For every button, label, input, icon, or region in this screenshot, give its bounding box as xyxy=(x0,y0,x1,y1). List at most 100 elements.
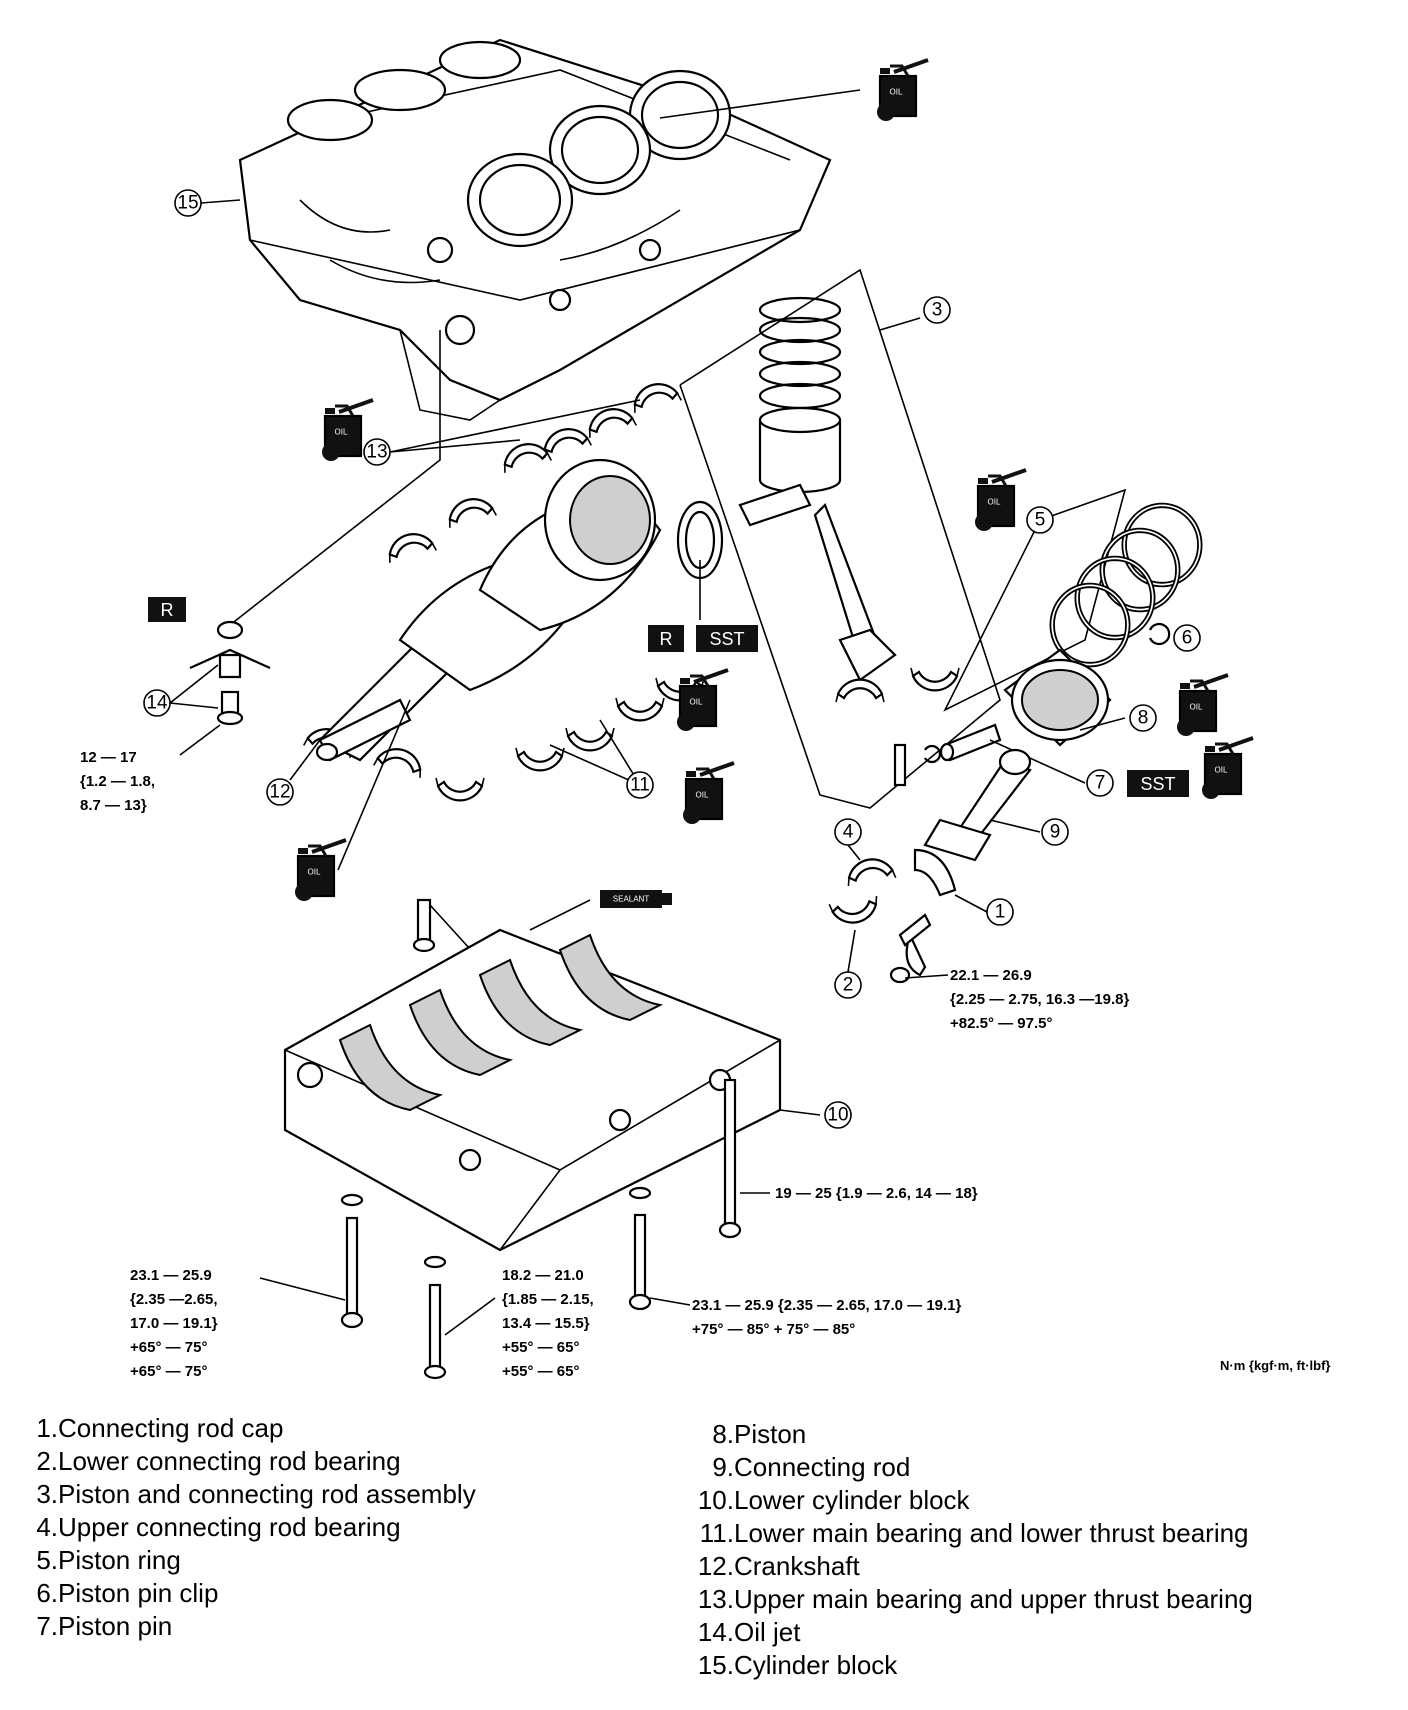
legend-item-label: Piston and connecting rod assembly xyxy=(58,1479,476,1509)
legend-item-label: Lower cylinder block xyxy=(734,1485,970,1515)
oil-tag-6: OIL xyxy=(1190,703,1203,712)
piston-drawing xyxy=(1003,648,1112,747)
torque-block-side: 19 — 25 {1.9 — 2.6, 14 — 18} xyxy=(775,1185,978,1202)
legend-item-number: 2. xyxy=(36,1446,58,1476)
legend-item: 6.Piston pin clip xyxy=(28,1577,476,1610)
lower-block-bolts xyxy=(340,1078,742,1380)
sealant-tag: SEALANT xyxy=(613,895,650,904)
callout-12: 12 xyxy=(269,782,290,803)
torque-oil-jet-2: {1.2 — 1.8, xyxy=(80,773,155,790)
rod-cap-bolt xyxy=(898,913,932,947)
legend-item-label: Piston xyxy=(734,1419,807,1449)
legend-item-number: 3. xyxy=(36,1479,58,1509)
legend-item-label: Connecting rod xyxy=(734,1452,911,1482)
legend-item-number: 12. xyxy=(697,1551,734,1581)
legend-item: 9.Connecting rod xyxy=(690,1451,1253,1484)
sst-tag-seal-text: SST xyxy=(709,629,744,649)
legend-item: 3.Piston and connecting rod assembly xyxy=(28,1478,476,1511)
legend-item: 4.Upper connecting rod bearing xyxy=(28,1511,476,1544)
oil-jet-drawing xyxy=(189,620,271,726)
torque-rod-cap-1: 22.1 — 26.9 xyxy=(950,967,1032,984)
torque-main-left-5: +65° — 75° xyxy=(130,1363,207,1380)
callout-8: 8 xyxy=(1138,708,1149,729)
callout-5: 5 xyxy=(1035,510,1046,531)
callout-4: 4 xyxy=(843,822,854,843)
oil-tag-11: OIL xyxy=(696,791,709,800)
legend-item-number: 10. xyxy=(697,1485,734,1515)
legend-item: 1.Connecting rod cap xyxy=(28,1412,476,1445)
legend-item: 5.Piston ring xyxy=(28,1544,476,1577)
torque-units: N·m {kgf·m, ft·lbf} xyxy=(1220,1358,1331,1373)
legend-item: 15.Cylinder block xyxy=(690,1649,1253,1682)
legend-item-number: 7. xyxy=(36,1611,58,1641)
oil-tag-block: OIL xyxy=(890,88,903,97)
legend-item: 10.Lower cylinder block xyxy=(690,1484,1253,1517)
legend-item: 13.Upper main bearing and upper thrust b… xyxy=(690,1583,1253,1616)
legend-item-label: Piston ring xyxy=(58,1545,181,1575)
legend-item-label: Crankshaft xyxy=(734,1551,860,1581)
sst-tag-pin xyxy=(1127,770,1189,797)
callout-11: 11 xyxy=(630,775,650,796)
sst-tag-pin-text: SST xyxy=(1140,774,1175,794)
legend-item-number: 15. xyxy=(697,1650,734,1680)
legend-item: 11.Lower main bearing and lower thrust b… xyxy=(690,1517,1253,1550)
oil-tag-12: OIL xyxy=(308,868,321,877)
callout-9: 9 xyxy=(1050,822,1061,843)
lower-main-bearings-drawing xyxy=(434,676,706,802)
upper-main-bearings-drawing xyxy=(498,377,683,474)
legend-item-number: 8. xyxy=(712,1419,734,1449)
legend-item-number: 9. xyxy=(712,1452,734,1482)
rod-bearings-drawing xyxy=(828,848,957,977)
torque-oil-jet-3: 8.7 — 13} xyxy=(80,797,147,814)
legend-item-label: Oil jet xyxy=(734,1617,801,1647)
crankshaft-drawing xyxy=(302,458,724,779)
legend-item-number: 11. xyxy=(699,1518,734,1548)
oil-tag-7: OIL xyxy=(1215,766,1228,775)
callout-15: 15 xyxy=(177,193,198,214)
legend-item: 2.Lower connecting rod bearing xyxy=(28,1445,476,1478)
replace-tag-jet-text: R xyxy=(161,600,174,620)
callout-7: 7 xyxy=(1095,773,1106,794)
cylinder-block-drawing xyxy=(238,38,832,421)
torque-main-mid-1: 18.2 — 21.0 xyxy=(502,1267,584,1284)
legend-item-label: Piston pin xyxy=(58,1611,173,1641)
torque-oil-jet-1: 12 — 17 xyxy=(80,749,137,766)
torque-main-mid-4: +55° — 65° xyxy=(502,1339,579,1356)
torque-main-mid-5: +55° — 65° xyxy=(502,1363,579,1380)
legend-item-number: 4. xyxy=(36,1512,58,1542)
legend-item-number: 6. xyxy=(36,1578,58,1608)
legend-item-label: Upper connecting rod bearing xyxy=(58,1512,401,1542)
torque-rod-cap-3: +82.5° — 97.5° xyxy=(950,1015,1052,1032)
replace-tag-seal-text: R xyxy=(660,629,673,649)
legend-item-label: Connecting rod cap xyxy=(58,1413,284,1443)
front-bolt xyxy=(416,898,432,942)
legend-item-number: 14. xyxy=(697,1617,734,1647)
sst-tag-seal xyxy=(696,625,758,652)
callout-3: 3 xyxy=(932,300,943,321)
legend-item-number: 5. xyxy=(36,1545,58,1575)
legend-item-label: Upper main bearing and upper thrust bear… xyxy=(734,1584,1253,1614)
callout-1: 1 xyxy=(995,902,1006,923)
oil-tag-seal: OIL xyxy=(690,698,703,707)
legend-item: 14.Oil jet xyxy=(690,1616,1253,1649)
oil-tag-13: OIL xyxy=(335,428,348,437)
lower-cylinder-block-drawing xyxy=(283,928,782,1252)
torque-main-mid-2: {1.85 — 2.15, xyxy=(502,1291,594,1308)
torque-rod-cap-2: {2.25 — 2.75, 16.3 —19.8} xyxy=(950,991,1129,1008)
torque-main-left-2: {2.35 —2.65, xyxy=(130,1291,218,1308)
piston-pin-clip-drawing xyxy=(1148,622,1171,646)
legend-item-label: Piston pin clip xyxy=(58,1578,219,1608)
oil-tag-5: OIL xyxy=(988,498,1001,507)
legend-item: 7.Piston pin xyxy=(28,1610,476,1643)
legend-item: 12.Crankshaft xyxy=(690,1550,1253,1583)
connecting-rod-drawing xyxy=(923,748,1032,862)
torque-main-mid-3: 13.4 — 15.5} xyxy=(502,1315,590,1332)
piston-assembly-drawing xyxy=(738,296,961,787)
replace-tag-seal xyxy=(648,625,684,652)
exploded-engine-diagram: OIL 15 1 3 OIL 12 OIL xyxy=(80,38,1255,1380)
callout-2: 2 xyxy=(843,975,854,996)
callout-10: 10 xyxy=(827,1105,848,1126)
torque-main-right-1: 23.1 — 25.9 {2.35 — 2.65, 17.0 — 19.1} xyxy=(692,1297,962,1314)
